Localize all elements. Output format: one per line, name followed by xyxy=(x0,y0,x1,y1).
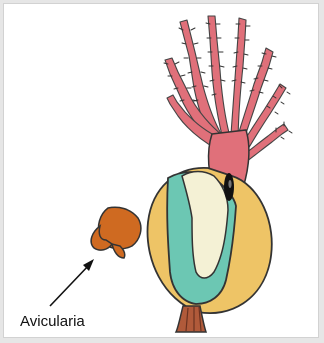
mouth-highlight xyxy=(228,180,231,188)
avicularium xyxy=(91,207,141,258)
avicularia-label: Avicularia xyxy=(20,313,85,330)
stalk xyxy=(176,306,206,332)
avicularia-arrow xyxy=(50,259,94,306)
